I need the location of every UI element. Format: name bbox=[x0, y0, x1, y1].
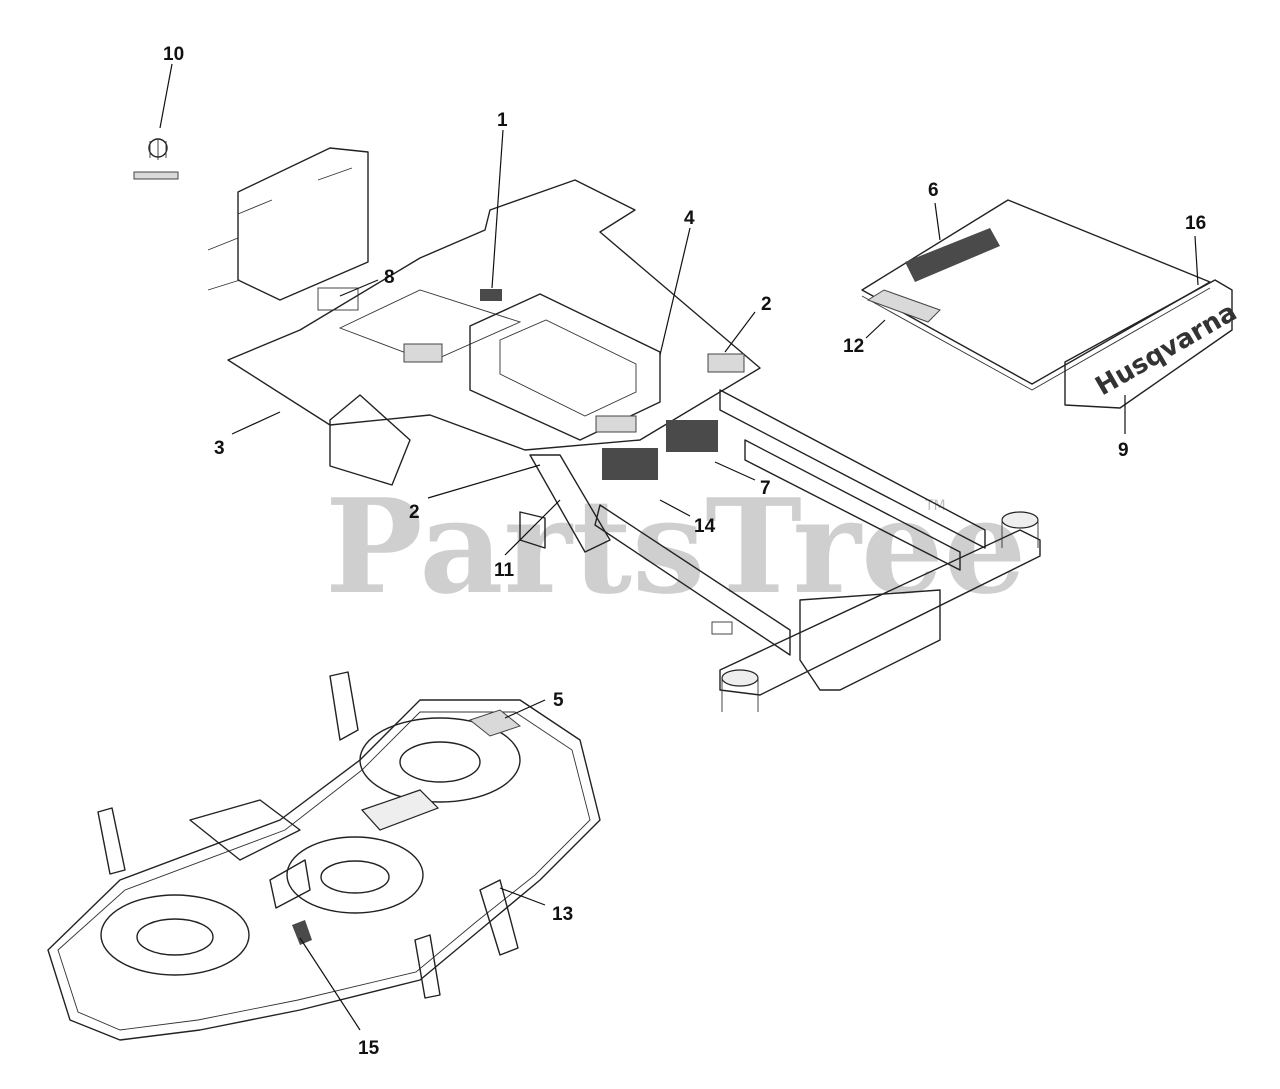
callout-1: 1 bbox=[497, 110, 508, 131]
watermark-trademark: TM bbox=[924, 498, 946, 514]
callout-3: 3 bbox=[214, 438, 225, 459]
callout-2a: 2 bbox=[761, 294, 772, 315]
logo-decal bbox=[133, 138, 179, 180]
callout-10: 10 bbox=[163, 44, 184, 65]
watermark-text: PartsTree bbox=[325, 470, 1026, 623]
callout-6: 6 bbox=[928, 180, 939, 201]
callout-16: 16 bbox=[1185, 213, 1206, 234]
callout-11: 11 bbox=[494, 560, 515, 581]
callouts: 10 1 8 4 2 3 2 11 14 7 6 12 9 16 5 13 15 bbox=[163, 44, 1206, 1059]
callout-2b: 2 bbox=[409, 502, 420, 523]
mower-deck bbox=[47, 671, 601, 1041]
leader-lines bbox=[159, 63, 1199, 1031]
callout-9: 9 bbox=[1118, 440, 1129, 461]
callout-15: 15 bbox=[358, 1038, 380, 1059]
callout-13: 13 bbox=[552, 904, 573, 925]
callout-12: 12 bbox=[843, 336, 864, 357]
callout-14: 14 bbox=[694, 516, 716, 537]
callout-4: 4 bbox=[684, 208, 695, 229]
callout-7: 7 bbox=[760, 478, 771, 499]
mower-frame bbox=[207, 147, 1041, 712]
callout-8: 8 bbox=[384, 267, 395, 288]
watermark: PartsTree TM bbox=[325, 470, 1026, 623]
callout-5: 5 bbox=[553, 690, 564, 711]
